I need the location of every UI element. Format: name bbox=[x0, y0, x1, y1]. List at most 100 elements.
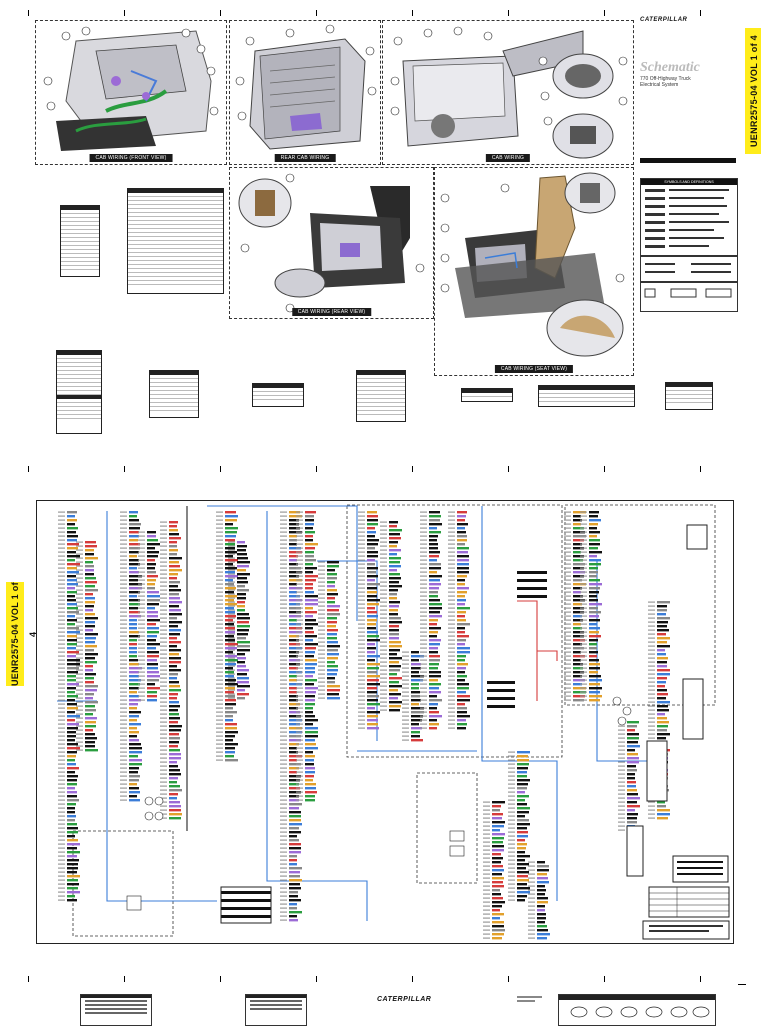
wire-label bbox=[448, 703, 455, 705]
wire-label bbox=[296, 651, 303, 653]
wire-stripe bbox=[147, 615, 158, 618]
wire-label bbox=[380, 705, 387, 707]
wire-stripe bbox=[657, 661, 667, 664]
wire-label bbox=[280, 639, 287, 641]
wire-stripe bbox=[305, 531, 315, 534]
wire-label bbox=[448, 727, 455, 729]
wire-stripe bbox=[289, 755, 302, 758]
wire-stripe bbox=[573, 539, 584, 542]
wire-stripe bbox=[327, 669, 338, 672]
view-panel-seat: CAB WIRING (SEAT VIEW) bbox=[434, 167, 634, 376]
wire-label bbox=[648, 805, 655, 807]
wire-label bbox=[402, 687, 409, 689]
wire-stripe bbox=[225, 651, 233, 654]
wire-label bbox=[58, 623, 65, 625]
wire-label bbox=[420, 527, 427, 529]
wire-stripe bbox=[289, 599, 302, 602]
wire-stripe bbox=[85, 681, 94, 684]
wire-label bbox=[448, 583, 455, 585]
wire-stripe bbox=[85, 729, 93, 732]
wire-label bbox=[228, 569, 235, 571]
wire-label bbox=[58, 807, 65, 809]
wire-label bbox=[564, 683, 571, 685]
wire-label bbox=[280, 531, 287, 533]
wire-stripe bbox=[367, 587, 377, 590]
wire-stripe bbox=[289, 859, 297, 862]
wire-stripe bbox=[225, 531, 237, 534]
wire-stripe bbox=[327, 617, 337, 620]
wire-stripe bbox=[305, 551, 314, 554]
wire-stripe bbox=[225, 587, 236, 590]
wire-stripe bbox=[573, 519, 582, 522]
wire-stripe bbox=[289, 871, 300, 874]
wire-label bbox=[648, 629, 655, 631]
wire-stripe bbox=[225, 555, 233, 558]
wire-stripe bbox=[289, 863, 297, 866]
wire-stripe bbox=[429, 627, 441, 630]
wire-label bbox=[216, 759, 223, 761]
wire-stripe bbox=[305, 751, 313, 754]
wire-label bbox=[580, 679, 587, 681]
wire-label bbox=[120, 699, 127, 701]
wire-label bbox=[296, 519, 303, 521]
wire-label bbox=[160, 737, 167, 739]
wire-label bbox=[58, 535, 65, 537]
wire-label bbox=[58, 715, 65, 717]
wire-stripe bbox=[537, 869, 549, 872]
wire-label bbox=[76, 553, 83, 555]
wire-stripe bbox=[305, 567, 317, 570]
wire-label bbox=[483, 893, 490, 895]
wire-label bbox=[358, 603, 365, 605]
wire-stripe bbox=[627, 817, 637, 820]
wire-label bbox=[358, 563, 365, 565]
wire-label bbox=[280, 651, 287, 653]
wire-stripe bbox=[457, 719, 466, 722]
wire-stripe bbox=[627, 813, 638, 816]
wire-stripe bbox=[169, 557, 182, 560]
wire-label bbox=[296, 783, 303, 785]
wire-stripe bbox=[85, 733, 95, 736]
wire-label bbox=[580, 671, 587, 673]
wire-label bbox=[58, 727, 65, 729]
wire-stripe bbox=[517, 835, 528, 838]
wire-label bbox=[618, 821, 625, 823]
wire-stripe bbox=[289, 811, 301, 814]
wire-label bbox=[280, 699, 287, 701]
wire-stripe bbox=[225, 623, 234, 626]
wire-stripe bbox=[492, 905, 502, 908]
wire-stripe bbox=[389, 705, 401, 708]
wire-stripe bbox=[367, 687, 377, 690]
wire-label bbox=[76, 565, 83, 567]
wire-label bbox=[76, 749, 83, 751]
wire-label bbox=[448, 631, 455, 633]
wire-stripe bbox=[289, 535, 297, 538]
wire-stripe bbox=[237, 541, 245, 544]
wire-label bbox=[508, 803, 515, 805]
wire-label bbox=[160, 585, 167, 587]
wire-stripe bbox=[657, 717, 667, 720]
wire-label bbox=[120, 727, 127, 729]
wire-stripe bbox=[67, 851, 80, 854]
wire-stripe bbox=[457, 671, 465, 674]
wire-label bbox=[580, 659, 587, 661]
wire-label bbox=[76, 645, 83, 647]
wire-stripe bbox=[225, 559, 238, 562]
wire-stripe bbox=[67, 683, 79, 686]
wire-stripe bbox=[237, 653, 245, 656]
wire-label bbox=[296, 699, 303, 701]
wire-stripe bbox=[657, 737, 666, 740]
wire-stripe bbox=[367, 651, 375, 654]
wire-label bbox=[483, 913, 490, 915]
wire-stripe bbox=[657, 805, 666, 808]
wire-label bbox=[420, 675, 427, 677]
wire-label bbox=[448, 595, 455, 597]
wire-stripe bbox=[67, 895, 75, 898]
wire-label bbox=[508, 871, 515, 873]
wire-stripe bbox=[289, 571, 302, 574]
wire-label bbox=[160, 645, 167, 647]
wire-label bbox=[580, 551, 587, 553]
wire-label bbox=[508, 767, 515, 769]
wire-stripe bbox=[589, 675, 601, 678]
wire-stripe bbox=[289, 819, 301, 822]
wire-stripe bbox=[147, 599, 160, 602]
